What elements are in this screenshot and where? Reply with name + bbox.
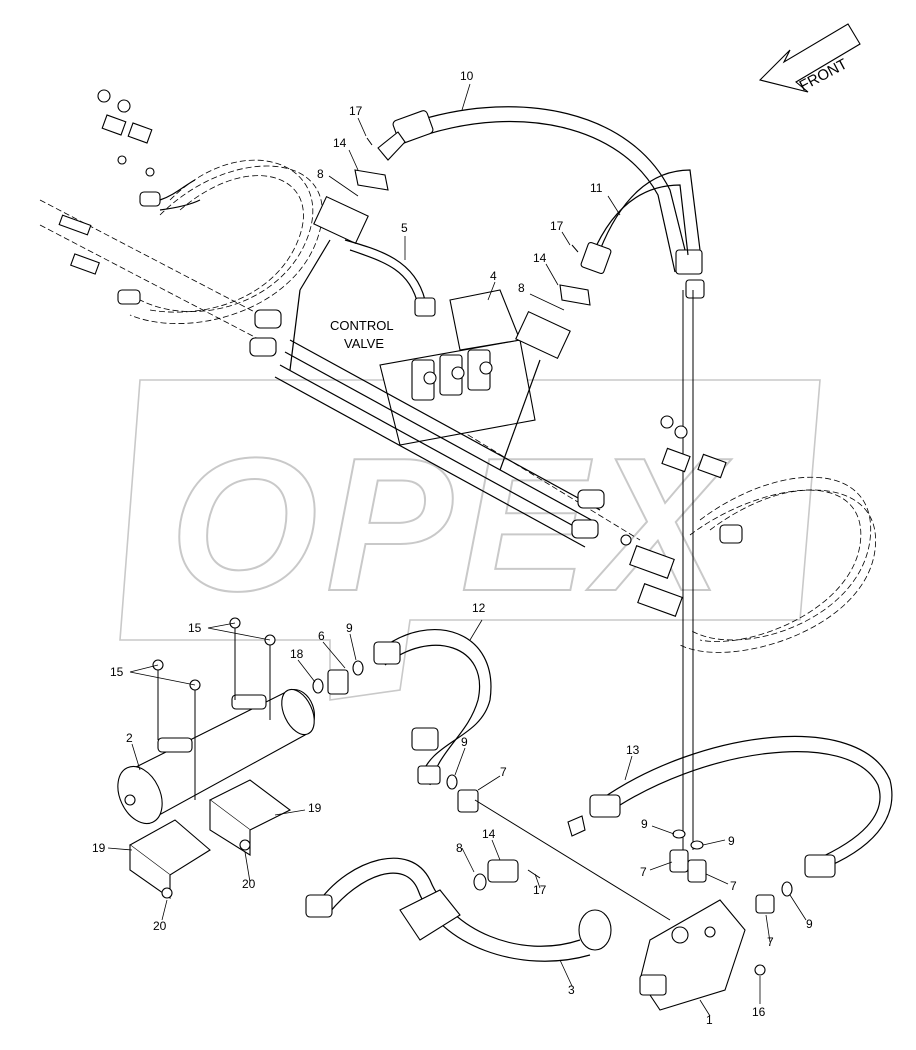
hose-12-fittings xyxy=(446,774,671,921)
valve-1-fittings xyxy=(669,829,793,914)
hose-11 xyxy=(580,169,705,299)
callout-7: 7 xyxy=(500,765,507,779)
callout-19: 19 xyxy=(92,841,106,855)
callout-9: 9 xyxy=(346,621,353,635)
long-pipes xyxy=(249,195,605,548)
pipe-5 xyxy=(344,239,436,317)
callout-5: 5 xyxy=(401,221,408,235)
callout-7: 7 xyxy=(640,865,647,879)
brackets-19 xyxy=(128,779,292,900)
callout-1: 1 xyxy=(706,1013,713,1027)
callout-8: 8 xyxy=(317,167,324,181)
hose-10 xyxy=(377,106,703,275)
callout-19: 19 xyxy=(308,801,322,815)
callout-14: 14 xyxy=(533,251,547,265)
callout-7: 7 xyxy=(767,935,774,949)
callout-10: 10 xyxy=(460,69,474,83)
clamps-14-upper xyxy=(354,137,591,306)
control-valve xyxy=(379,289,536,446)
hose-13 xyxy=(567,735,893,878)
callout-20: 20 xyxy=(242,877,256,891)
callout-15: 15 xyxy=(188,621,202,635)
right-fittings xyxy=(620,415,743,617)
callout-8: 8 xyxy=(456,841,463,855)
watermark: OPEX xyxy=(119,379,821,701)
dashed-hoses-left xyxy=(39,159,323,346)
valve-1 xyxy=(639,899,766,1011)
callout-6: 6 xyxy=(318,629,325,643)
callout-9: 9 xyxy=(641,817,648,831)
control-valve-label-line1: CONTROL xyxy=(330,318,394,333)
callout-12: 12 xyxy=(472,601,486,615)
callout-18: 18 xyxy=(290,647,304,661)
front-direction-arrow: FRONT xyxy=(758,23,861,95)
callout-20: 20 xyxy=(153,919,167,933)
pipe-3 xyxy=(305,857,612,962)
callout-9: 9 xyxy=(728,834,735,848)
vertical-pipe xyxy=(682,290,694,850)
callout-7: 7 xyxy=(730,879,737,893)
callout-9: 9 xyxy=(461,735,468,749)
callout-2: 2 xyxy=(126,731,133,745)
callout-16: 16 xyxy=(752,1005,766,1019)
callout-13: 13 xyxy=(626,743,640,757)
callout-15: 15 xyxy=(110,665,124,679)
dashed-hoses-right xyxy=(459,429,876,653)
callout-17: 17 xyxy=(349,104,363,118)
callout-4: 4 xyxy=(490,269,497,283)
watermark-text: OPEX xyxy=(170,419,732,631)
callout-3: 3 xyxy=(568,983,575,997)
filter-2 xyxy=(117,688,315,825)
clamp-14-lower xyxy=(473,859,541,891)
leader-lines xyxy=(107,83,807,1017)
callout-numbers: 10 17 14 8 5 11 17 14 4 8 15 15 6 9 12 1… xyxy=(92,69,813,1027)
callout-14: 14 xyxy=(333,136,347,150)
control-valve-label-line2: VALVE xyxy=(344,336,384,351)
hose-12 xyxy=(373,629,492,786)
callout-8: 8 xyxy=(518,281,525,295)
callout-11: 11 xyxy=(590,181,603,195)
callout-17: 17 xyxy=(550,219,564,233)
bolts xyxy=(152,617,276,899)
callout-9: 9 xyxy=(806,917,813,931)
upper-left-fittings xyxy=(58,89,201,305)
callout-14: 14 xyxy=(482,827,496,841)
filter-outlet-fittings xyxy=(312,660,364,695)
callout-17: 17 xyxy=(533,883,547,897)
